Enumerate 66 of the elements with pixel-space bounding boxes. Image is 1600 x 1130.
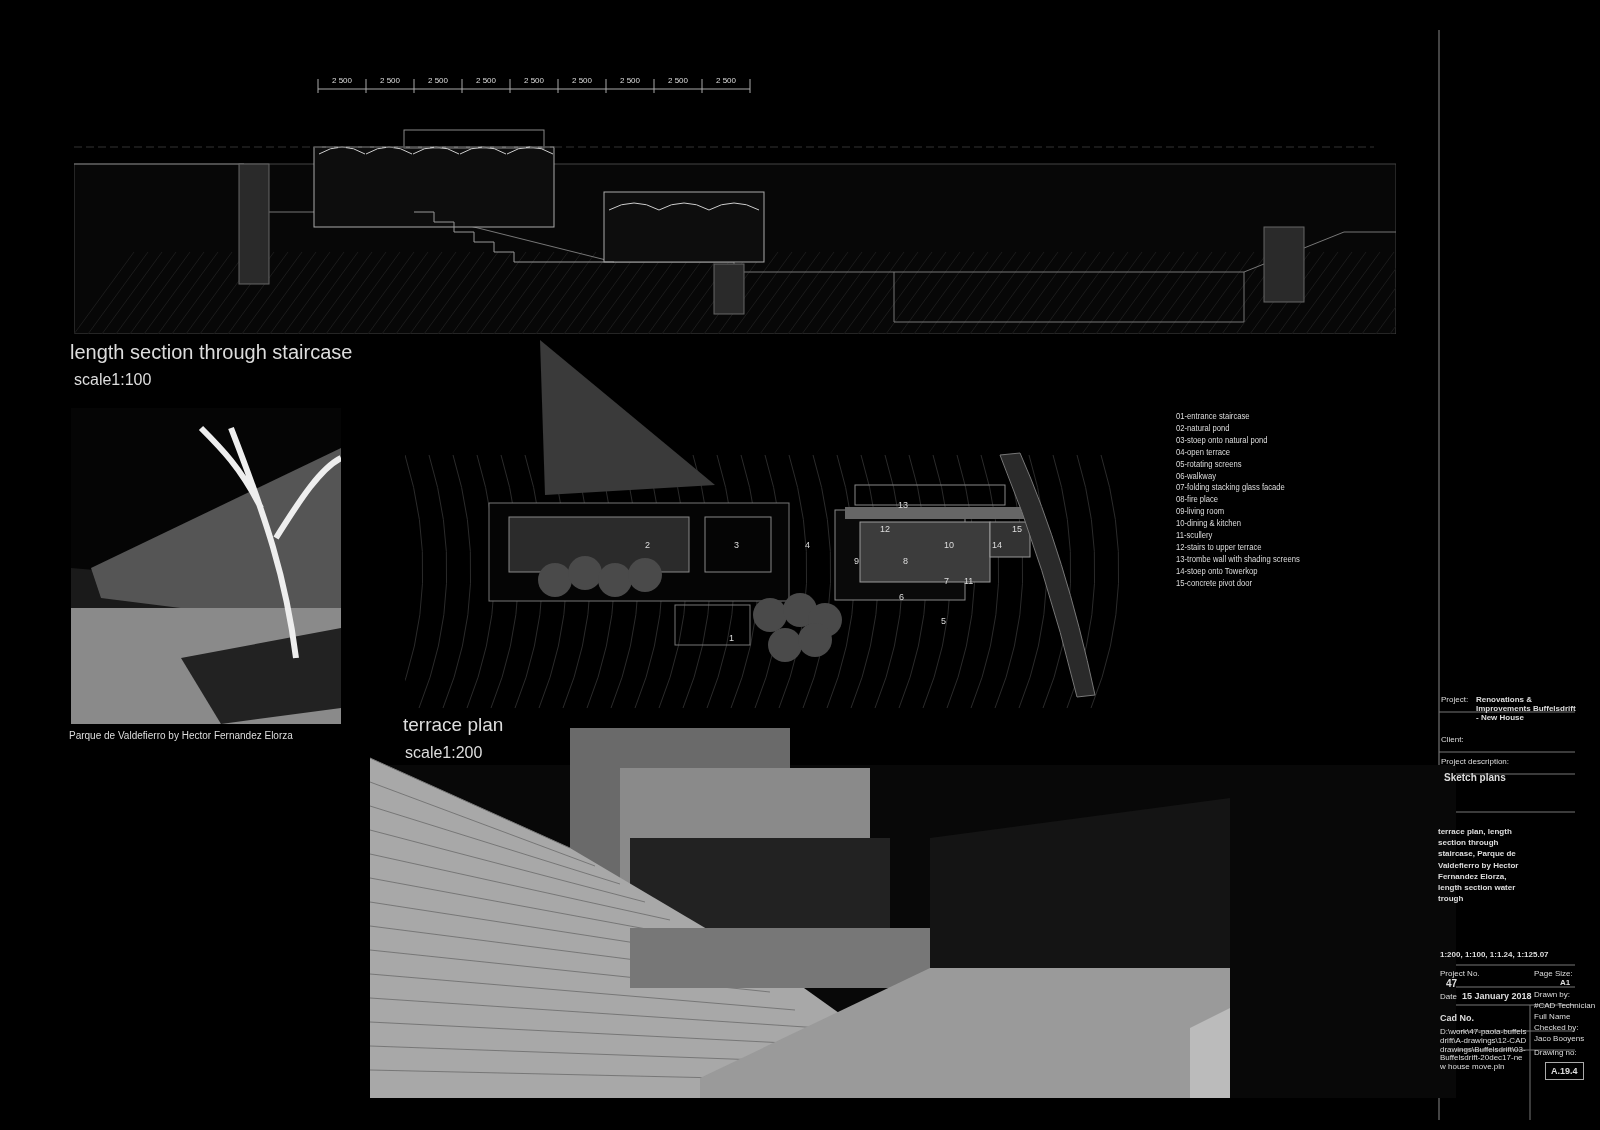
field-label: Cad No. [1440, 1013, 1474, 1024]
callout-number: 8 [903, 556, 908, 567]
callout-number: 5 [941, 616, 946, 627]
dimension-value: 2 500 [620, 76, 641, 86]
callout-number: 14 [992, 540, 1002, 551]
dimension-value: 2 500 [332, 76, 353, 86]
callout-number: 11 [964, 576, 974, 587]
project-number: 47 [1446, 978, 1458, 990]
legend-item: 15-concrete pivot door [1176, 577, 1253, 588]
legend-item: 14-stoep onto Towerkop [1176, 565, 1258, 577]
dimension-value: 2 500 [428, 76, 449, 86]
field-label: Client: [1441, 735, 1464, 745]
file-path: D:\work\47-paola-buffelsdrift\A-drawings\12-CAD drawings\Buffelsdrift\03-Buffelsdrift-20dec17-new house move.pln [1440, 1028, 1528, 1072]
drawing-date: 15 January 2018 [1462, 991, 1532, 1002]
field-label: Checked by: [1534, 1023, 1579, 1033]
page-size: A1 [1560, 978, 1571, 988]
callout-number: 7 [944, 576, 949, 587]
legend-item: 05-rotating screens [1176, 458, 1242, 469]
legend-item: 12-stairs to upper terrace [1176, 541, 1262, 553]
legend-item: 11-scullery [1176, 530, 1213, 541]
scale-note: scale1:100 [74, 371, 152, 390]
drawing-number: A.19.4 [1545, 1062, 1584, 1081]
drawing-title: length section through staircase [70, 341, 353, 364]
callout-number: 13 [898, 500, 908, 511]
legend-item: 01-entrance staircase [1176, 411, 1250, 422]
drawing-list: terrace plan, length section through staircase, Parque de Valdefierro by Hector Fernandez Elorza, length section water trough [1438, 826, 1528, 905]
dimension-value: 2 500 [572, 76, 593, 86]
legend-item: 10-dining & kitchen [1176, 518, 1242, 529]
field-label: Project No. [1440, 969, 1480, 979]
legend-item: 04-open terrace [1176, 446, 1230, 458]
scale-note: scale1:200 [405, 744, 483, 763]
project-description: Sketch plans [1444, 772, 1506, 784]
callout-number: 2 [645, 540, 650, 551]
field-label: Project: [1441, 695, 1469, 705]
field-label: Drawn by: [1534, 990, 1570, 1000]
callout-number: 12 [880, 524, 890, 535]
dimension-value: 2 500 [476, 76, 497, 86]
callout-number: 4 [805, 540, 810, 551]
legend-item: 03-stoep onto natural pond [1176, 434, 1268, 446]
callout-number: 1 [729, 633, 734, 644]
callout-number: 15 [1012, 524, 1022, 535]
photo-caption: Parque de Valdefierro by Hector Fernandez Elorza [69, 730, 293, 742]
dimension-value: 2 500 [380, 76, 401, 86]
field-label: Project description: [1441, 757, 1510, 767]
legend-item: 06-walkway [1176, 470, 1216, 481]
scale-list: 1:200, 1:100, 1:1.24, 1:125.07 [1440, 950, 1549, 960]
field-label: Drawing no: [1534, 1048, 1577, 1058]
callout-number: 3 [734, 540, 739, 551]
dimension-value: 2 500 [524, 76, 545, 86]
legend-item: 13-trombe wall with shading screens [1176, 553, 1300, 565]
drafter-name: Full Name [1534, 1012, 1571, 1022]
field-label: Date [1440, 992, 1457, 1002]
legend-item: 02-natural pond [1176, 422, 1230, 434]
callout-number: 10 [944, 540, 954, 551]
project-name: Renovations & Improvements Buffelsdrift - New House [1476, 695, 1576, 723]
drafter-name: #CAD Technician [1534, 1001, 1596, 1011]
legend-item: 09-living room [1176, 506, 1225, 517]
field-label: Page Size: [1534, 969, 1573, 979]
legend-item: 07-folding stacking glass facade [1176, 482, 1285, 493]
callout-number: 6 [899, 592, 904, 603]
callout-number: 9 [854, 556, 859, 567]
drawing-title: terrace plan [403, 714, 504, 736]
dimension-value: 2 500 [668, 76, 689, 86]
checker-name: Jaco Booyens [1534, 1034, 1585, 1044]
legend-item: 08-fire place [1176, 494, 1219, 505]
dimension-value: 2 500 [716, 76, 737, 86]
